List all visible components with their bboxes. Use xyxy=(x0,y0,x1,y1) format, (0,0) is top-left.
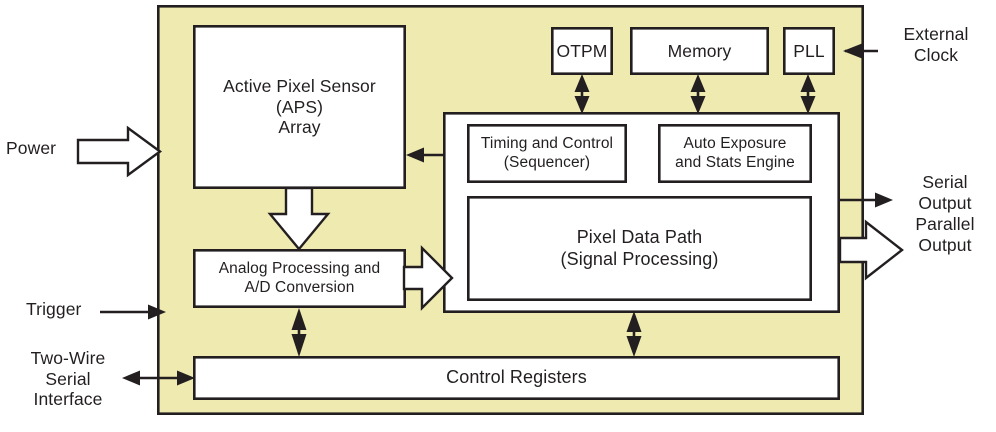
block-pixel-data-path[interactable] xyxy=(466,196,812,302)
connector-pll-bidir xyxy=(800,74,816,114)
connector-aps-to-analog xyxy=(267,186,331,251)
block-aps-array[interactable] xyxy=(193,24,406,189)
connector-trigger-in xyxy=(100,304,166,320)
connector-serial-output xyxy=(840,192,893,208)
block-auto-exposure[interactable] xyxy=(657,124,812,184)
block-control-registers[interactable] xyxy=(193,355,841,400)
connector-otpm-bidir xyxy=(574,74,590,114)
connector-analog-to-registers xyxy=(291,308,307,357)
block-analog-adc[interactable] xyxy=(193,249,406,309)
block-pll[interactable] xyxy=(782,26,835,76)
connector-digital-to-registers xyxy=(626,311,642,357)
block-otpm[interactable] xyxy=(550,26,613,76)
connector-parallel-output xyxy=(838,219,904,281)
connector-timing-to-aps xyxy=(406,147,443,163)
connector-analog-to-datapath xyxy=(402,245,454,311)
block-memory[interactable] xyxy=(629,26,769,76)
connector-power-in xyxy=(76,125,163,178)
connector-two-wire-bidir xyxy=(122,370,195,386)
connector-memory-bidir xyxy=(690,74,706,114)
block-timing-control[interactable] xyxy=(466,124,627,184)
connector-external-clock-in xyxy=(843,43,878,59)
